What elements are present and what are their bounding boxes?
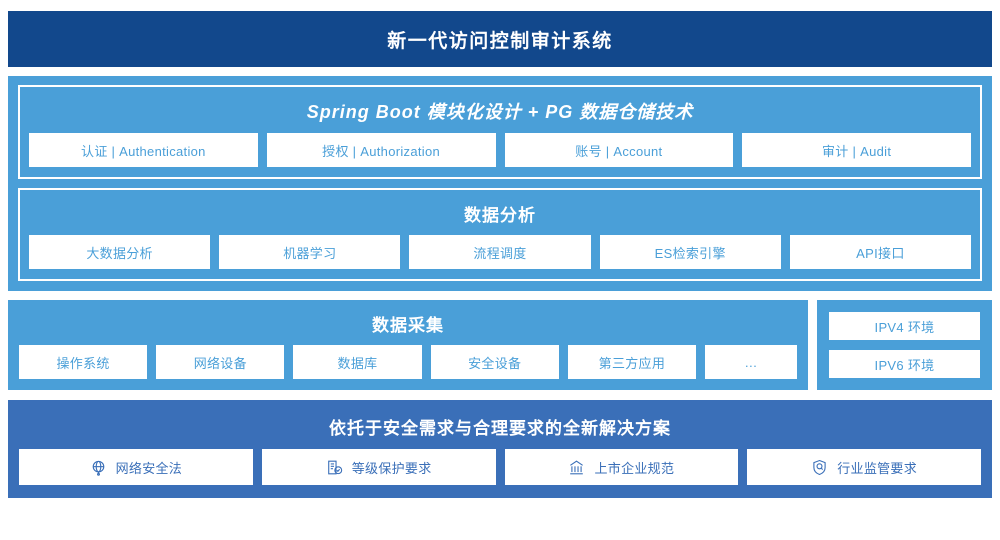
chip-label: 等级保护要求 bbox=[351, 460, 432, 476]
chip-big-data-analysis[interactable]: 大数据分析 bbox=[29, 235, 211, 269]
chip-authorization[interactable]: 授权 | Authorization bbox=[266, 133, 496, 167]
chip-network-device[interactable]: 网络设备 bbox=[156, 345, 285, 379]
globe-icon bbox=[90, 459, 107, 476]
group-spring-boot: Spring Boot 模块化设计 + PG 数据仓储技术 认证 | Authe… bbox=[18, 85, 982, 179]
solution-items: 网络安全法 等级保护要求 bbox=[19, 449, 981, 485]
architecture-diagram: 新一代访问控制审计系统 Spring Boot 模块化设计 + PG 数据仓储技… bbox=[0, 11, 1000, 540]
chip-cybersecurity-law[interactable]: 网络安全法 bbox=[19, 449, 253, 485]
group-items-spring-boot: 认证 | Authentication 授权 | Authorization 账… bbox=[29, 133, 971, 167]
page-title-bar: 新一代访问控制审计系统 bbox=[8, 11, 992, 67]
group-items-data-analysis: 大数据分析 机器学习 流程调度 ES检索引擎 API接口 bbox=[29, 235, 972, 269]
chip-account[interactable]: 账号 | Account bbox=[504, 133, 734, 167]
collection-band: 数据采集 操作系统 网络设备 数据库 安全设备 第三方应用 … bbox=[8, 300, 808, 390]
bank-icon bbox=[568, 459, 585, 476]
chip-listed-company-standard[interactable]: 上市企业规范 bbox=[504, 449, 739, 485]
collection-items: 操作系统 网络设备 数据库 安全设备 第三方应用 … bbox=[19, 345, 798, 379]
chip-api-interface[interactable]: API接口 bbox=[789, 235, 972, 269]
chip-security-device[interactable]: 安全设备 bbox=[430, 345, 559, 379]
chip-process-scheduling[interactable]: 流程调度 bbox=[409, 235, 591, 269]
chip-authentication[interactable]: 认证 | Authentication bbox=[29, 133, 258, 167]
chip-ipv4-environment[interactable]: IPV4 环境 bbox=[829, 312, 980, 340]
group-title-data-analysis: 数据分析 bbox=[464, 206, 536, 225]
chip-audit[interactable]: 审计 | Audit bbox=[742, 133, 971, 167]
chip-industry-supervision[interactable]: 行业监管要求 bbox=[747, 449, 981, 485]
chip-operating-system[interactable]: 操作系统 bbox=[19, 345, 148, 379]
page-title: 新一代访问控制审计系统 bbox=[387, 30, 613, 52]
group-data-analysis: 数据分析 大数据分析 机器学习 流程调度 ES检索引擎 API接口 bbox=[18, 188, 982, 281]
group-title-spring-boot: Spring Boot 模块化设计 + PG 数据仓储技术 bbox=[306, 102, 694, 122]
solution-band: 依托于安全需求与合理要求的全新解决方案 网络安全法 bbox=[8, 400, 992, 498]
chip-machine-learning[interactable]: 机器学习 bbox=[219, 235, 401, 269]
chip-ipv6-environment[interactable]: IPV6 环境 bbox=[829, 350, 980, 378]
chip-label: 行业监管要求 bbox=[837, 460, 918, 476]
shield-search-icon bbox=[811, 459, 828, 476]
group-title-solution: 依托于安全需求与合理要求的全新解决方案 bbox=[329, 419, 671, 438]
chip-es-search-engine[interactable]: ES检索引擎 bbox=[599, 235, 781, 269]
chip-label: 上市企业规范 bbox=[594, 460, 675, 476]
group-title-collection: 数据采集 bbox=[372, 316, 444, 335]
chip-classified-protection[interactable]: 等级保护要求 bbox=[261, 449, 496, 485]
document-check-icon bbox=[326, 459, 343, 476]
platform-band: Spring Boot 模块化设计 + PG 数据仓储技术 认证 | Authe… bbox=[8, 76, 992, 291]
chip-label: 网络安全法 bbox=[115, 460, 183, 476]
chip-database[interactable]: 数据库 bbox=[293, 345, 422, 379]
collection-row: 数据采集 操作系统 网络设备 数据库 安全设备 第三方应用 … IPV4 环境 … bbox=[8, 300, 992, 390]
chip-third-party-app[interactable]: 第三方应用 bbox=[567, 345, 697, 379]
environment-band: IPV4 环境 IPV6 环境 bbox=[817, 300, 992, 390]
chip-more[interactable]: … bbox=[705, 345, 798, 379]
